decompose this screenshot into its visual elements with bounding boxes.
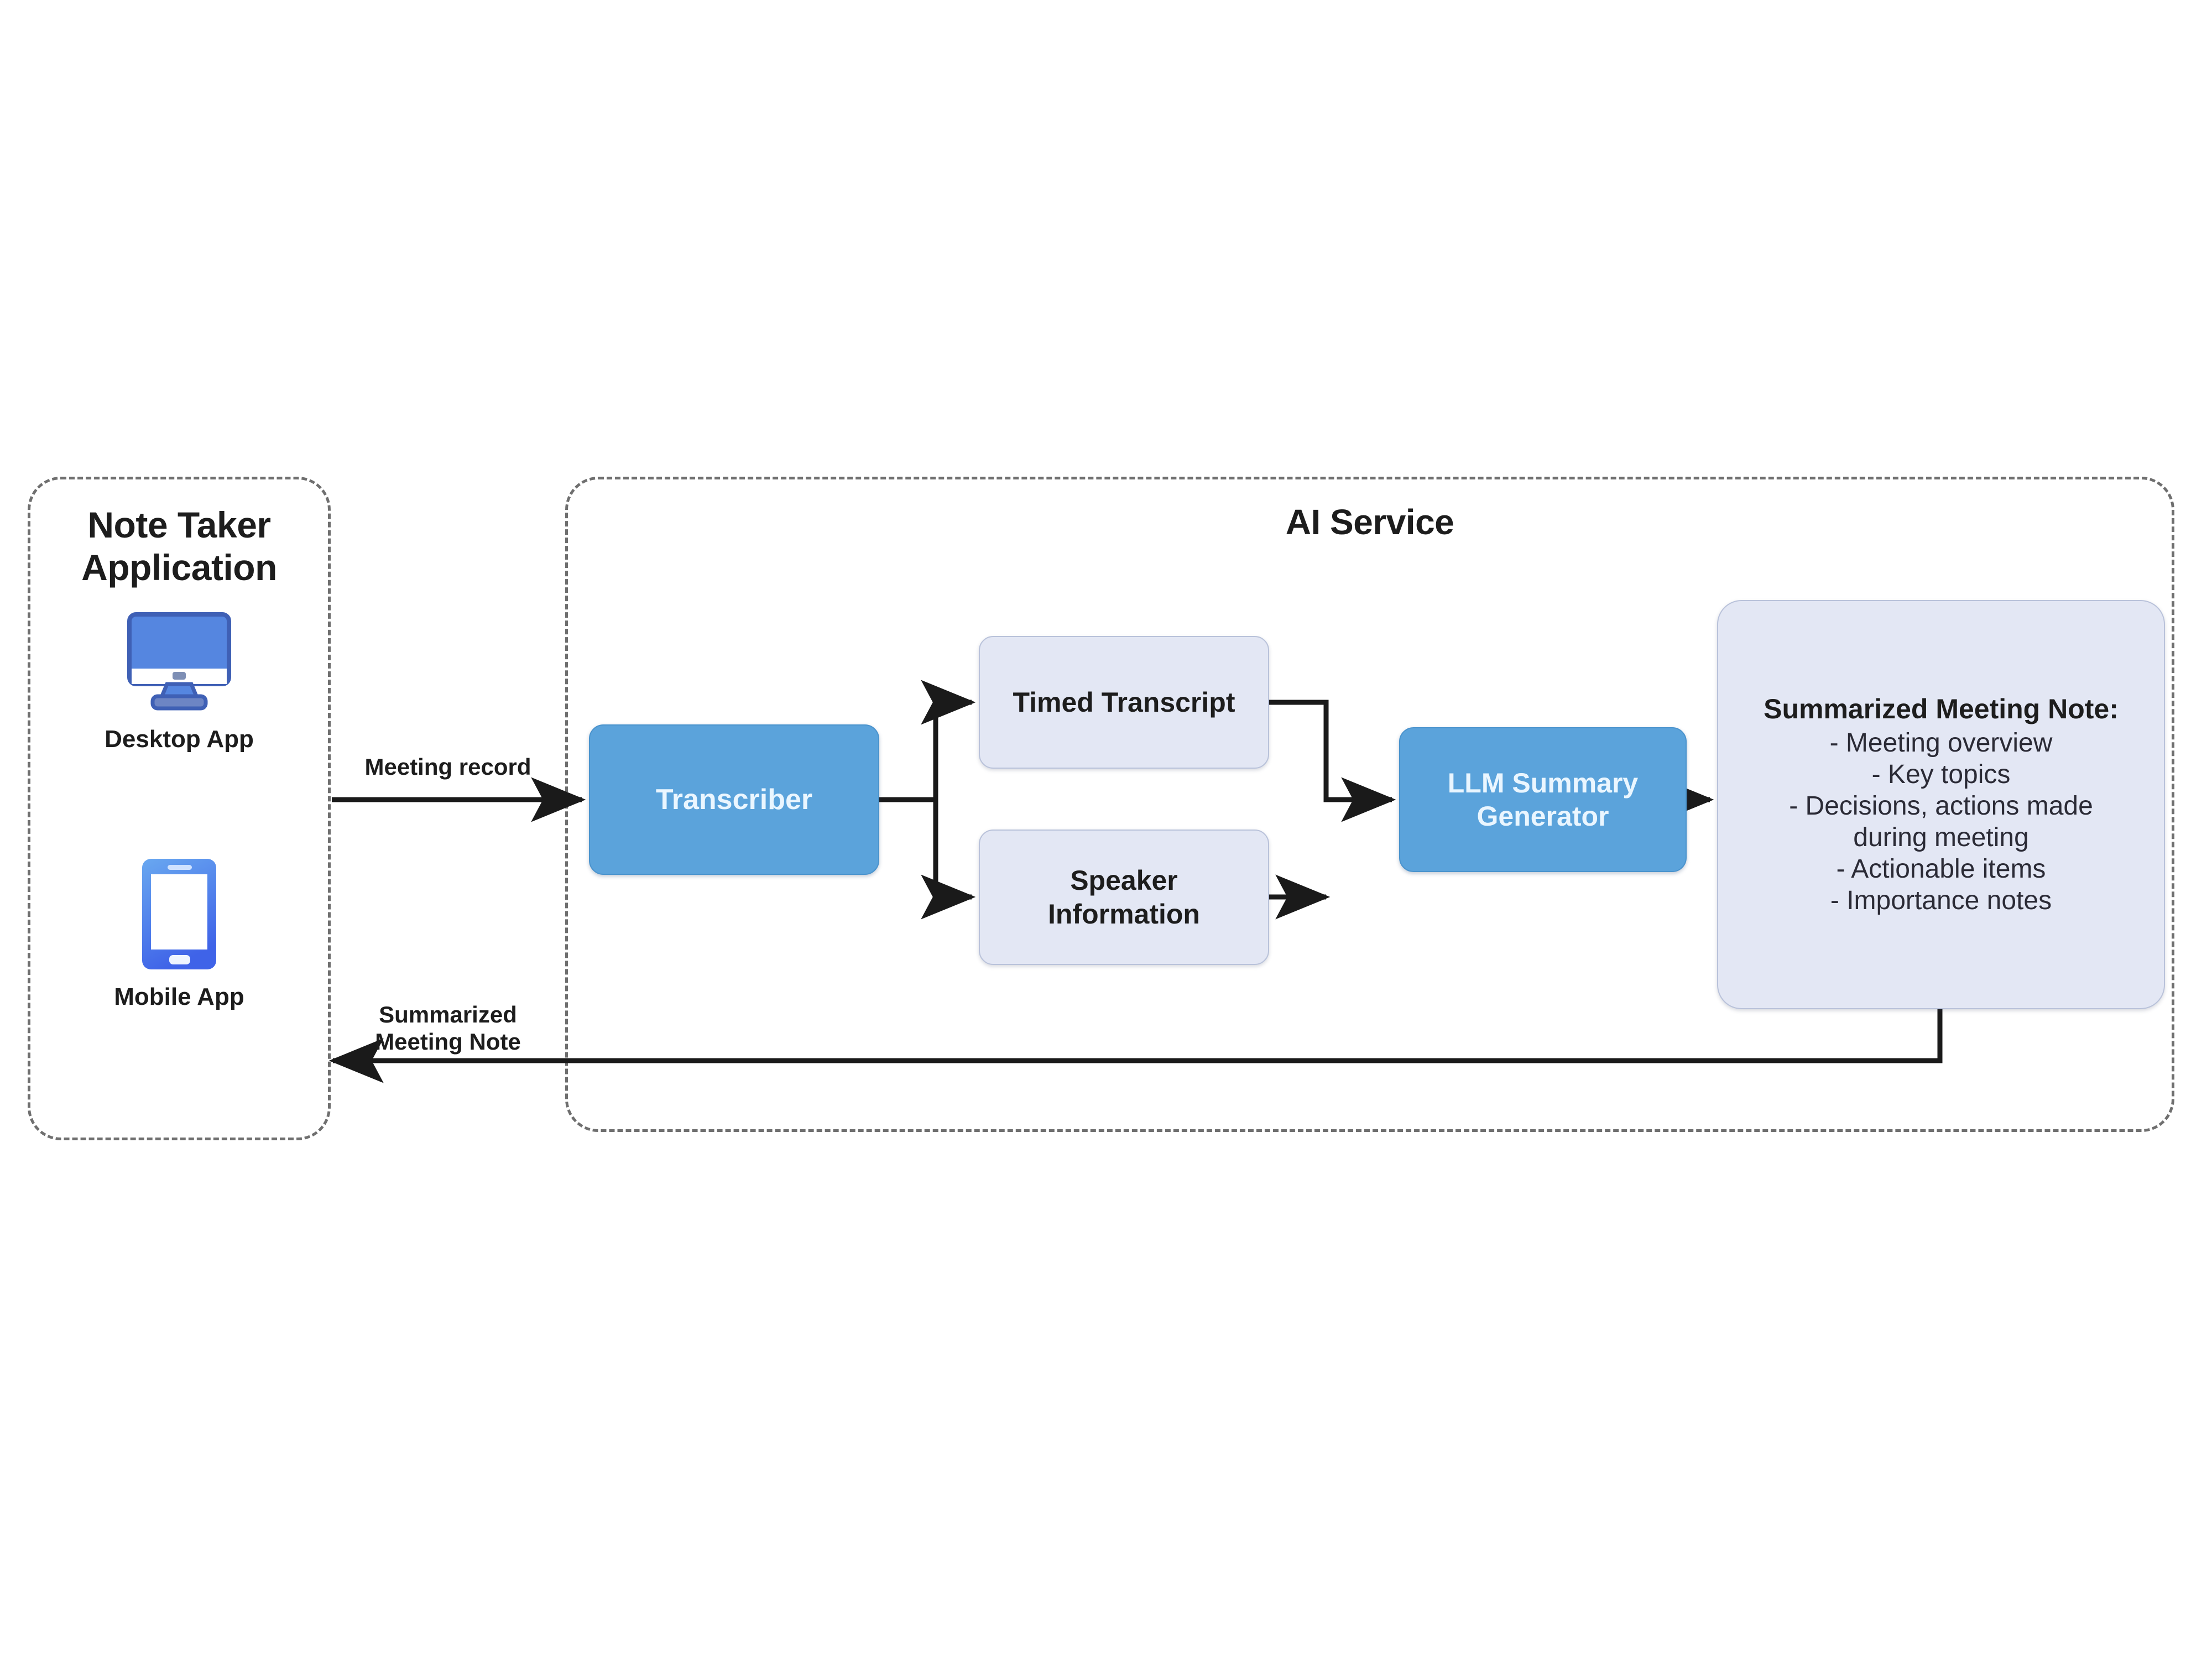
node-llm-summary-generator[interactable]: LLM Summary Generator (1399, 727, 1687, 872)
summarized-note-item: - Actionable items (1836, 854, 2046, 884)
node-llm-summary-generator-label: LLM Summary Generator (1447, 768, 1639, 832)
summarized-note-item: during meeting (1853, 823, 2029, 852)
device-desktop-caption: Desktop App (105, 726, 254, 753)
mobile-phone-icon (142, 859, 216, 969)
edge-label-meeting-record: Meeting record (364, 754, 531, 780)
summarized-note-title: Summarized Meeting Note: (1764, 693, 2119, 724)
summarized-note-item: - Importance notes (1830, 886, 2052, 916)
device-mobile-caption: Mobile App (114, 983, 244, 1010)
summarized-note-items: - Meeting overview- Key topics- Decision… (1789, 727, 2093, 917)
node-speaker-information-label: Speaker Information (1048, 864, 1200, 930)
summarized-note-item: - Decisions, actions made (1789, 791, 2093, 821)
group-ai-service-title: AI Service (1285, 502, 1454, 542)
edge-label-summarized-meeting-note: Summarized Meeting Note (375, 1001, 521, 1055)
node-timed-transcript-label: Timed Transcript (1013, 687, 1235, 718)
group-note-taker-application: Note Taker Application Desktop App (28, 477, 331, 1140)
node-summarized-meeting-note[interactable]: Summarized Meeting Note: - Meeting overv… (1717, 600, 2165, 1009)
group-note-taker-title: Note Taker Application (81, 504, 277, 588)
node-speaker-information[interactable]: Speaker Information (979, 830, 1269, 965)
node-transcriber[interactable]: Transcriber (589, 724, 879, 875)
summarized-note-item: - Meeting overview (1829, 728, 2053, 758)
node-transcriber-label: Transcriber (655, 784, 813, 816)
device-desktop-app: Desktop App (30, 610, 328, 753)
summarized-note-item: - Key topics (1871, 759, 2011, 789)
device-mobile-app: Mobile App (30, 855, 328, 1011)
node-timed-transcript[interactable]: Timed Transcript (979, 636, 1269, 769)
desktop-monitor-icon (127, 612, 231, 711)
